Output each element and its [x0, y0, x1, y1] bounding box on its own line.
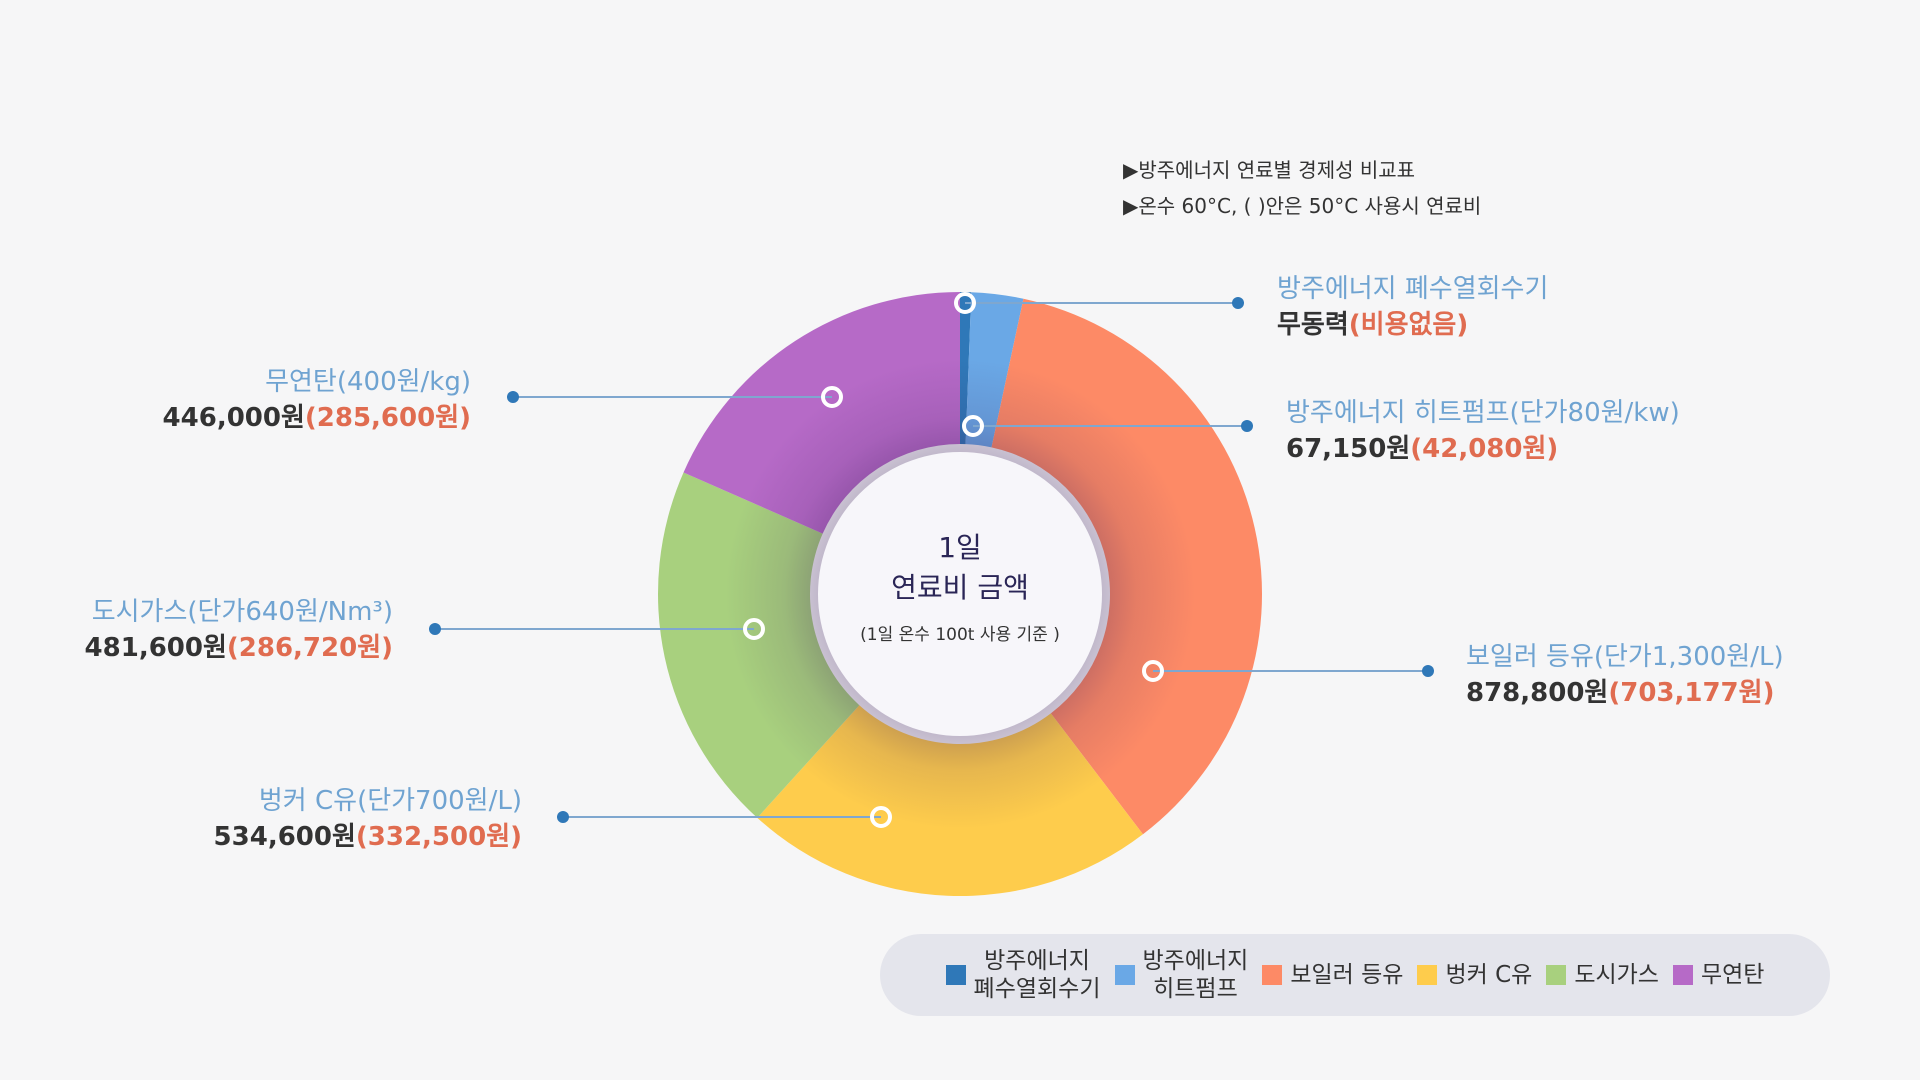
legend-label: 보일러 등유: [1290, 962, 1404, 988]
legend-swatch: [1672, 965, 1693, 985]
legend-label: 도시가스: [1574, 962, 1659, 988]
value-paren: (703,177원): [1608, 678, 1775, 708]
center-subtitle: (1일 온수 100t 사용 기준 ): [860, 625, 1060, 645]
legend-label: 벙커 C유: [1445, 962, 1533, 988]
note-line-1: ▶방주에너지 연료별 경제성 비교표: [1123, 158, 1416, 182]
leader-marker-heat-pump: [962, 415, 984, 437]
leader-marker-bunker-c: [870, 806, 892, 828]
value-text: 481,600원: [84, 633, 227, 663]
legend-label-line1: 방주에너지: [984, 948, 1090, 974]
label-kerosene: 보일러 등유(단가1,300원/L) 878,800원(703,177원): [1466, 640, 1784, 712]
legend-item-bunker-c: 벙커 C유: [1417, 961, 1532, 989]
label-waste-heat-value: 무동력(비용없음): [1277, 306, 1548, 344]
label-waste-heat: 방주에너지 폐수열회수기 무동력(비용없음): [1277, 272, 1548, 344]
value-paren: (332,500원): [355, 822, 522, 852]
legend-item-kerosene: 보일러 등유: [1262, 961, 1403, 989]
label-bunker-c: 벙커 C유(단가700원/L) 534,600원(332,500원): [214, 784, 522, 856]
label-heat-pump-name: 방주에너지 히트펌프(단가80원/kw): [1286, 398, 1680, 428]
value-text: 534,600원: [213, 822, 356, 852]
label-kerosene-name: 보일러 등유(단가1,300원/L): [1466, 642, 1784, 672]
label-waste-heat-name: 방주에너지 폐수열회수기: [1277, 274, 1549, 304]
leader-marker-kerosene: [1142, 660, 1164, 682]
donut-center: [818, 452, 1102, 736]
value-paren: (42,080원): [1410, 434, 1559, 464]
value-paren: (286,720원): [226, 633, 393, 663]
label-anthracite-value: 446,000원(285,600원): [163, 399, 471, 437]
value-text: 878,800원: [1466, 678, 1609, 708]
label-bunker-c-value: 534,600원(332,500원): [214, 818, 522, 856]
value-paren: (비용없음): [1348, 310, 1469, 340]
label-city-gas-name: 도시가스(단가640원/Nm³): [91, 597, 393, 627]
leader-marker-anthracite: [821, 386, 843, 408]
leader-lines: [429, 292, 1434, 828]
value-text: 67,150원: [1286, 434, 1411, 464]
center-title-line2: 연료비 금액: [891, 571, 1029, 604]
leader-dot-anthracite: [507, 391, 519, 403]
label-kerosene-value: 878,800원(703,177원): [1466, 674, 1784, 712]
value-text: 446,000원: [162, 403, 305, 433]
legend-swatch: [1417, 965, 1438, 985]
label-city-gas-value: 481,600원(286,720원): [85, 629, 393, 667]
legend-label-line2: 히트펌프: [1153, 976, 1238, 1002]
label-city-gas: 도시가스(단가640원/Nm³) 481,600원(286,720원): [85, 595, 393, 667]
value-text: 무동력: [1277, 310, 1349, 340]
center-title-line1: 1일: [938, 531, 982, 564]
legend-item-city-gas: 도시가스: [1546, 961, 1659, 989]
label-bunker-c-name: 벙커 C유(단가700원/L): [258, 786, 522, 816]
leader-dot-bunker-c: [557, 811, 569, 823]
leader-dot-waste-heat: [1232, 297, 1244, 309]
label-anthracite: 무연탄(400원/kg) 446,000원(285,600원): [163, 365, 471, 437]
leader-dot-heat-pump: [1241, 420, 1253, 432]
legend-swatch: [1546, 965, 1567, 985]
value-paren: (285,600원): [304, 403, 471, 433]
leader-marker-city-gas: [743, 618, 765, 640]
legend-label: 무연탄: [1700, 962, 1765, 988]
leader-dot-kerosene: [1422, 665, 1434, 677]
note-line-2: ▶온수 60°C, ( )안은 50°C 사용시 연료비: [1123, 194, 1482, 218]
legend-label-line2: 폐수열회수기: [973, 976, 1101, 1002]
legend-label-line1: 방주에너지: [1142, 948, 1249, 974]
chart-notes: ▶방주에너지 연료별 경제성 비교표 ▶온수 60°C, ( )안은 50°C …: [1123, 152, 1481, 224]
center-label: 1일 연료비 금액 (1일 온수 100t 사용 기준 ): [820, 528, 1100, 645]
legend-swatch: [1262, 965, 1283, 985]
legend-item-anthracite: 무연탄: [1672, 961, 1765, 989]
label-heat-pump: 방주에너지 히트펌프(단가80원/kw) 67,150원(42,080원): [1286, 396, 1680, 468]
label-heat-pump-value: 67,150원(42,080원): [1286, 430, 1680, 468]
label-anthracite-name: 무연탄(400원/kg): [265, 367, 471, 397]
leader-dot-city-gas: [429, 623, 441, 635]
leader-marker-waste-heat: [954, 292, 976, 314]
legend-swatch: [1114, 965, 1135, 985]
legend-swatch: [945, 965, 966, 985]
